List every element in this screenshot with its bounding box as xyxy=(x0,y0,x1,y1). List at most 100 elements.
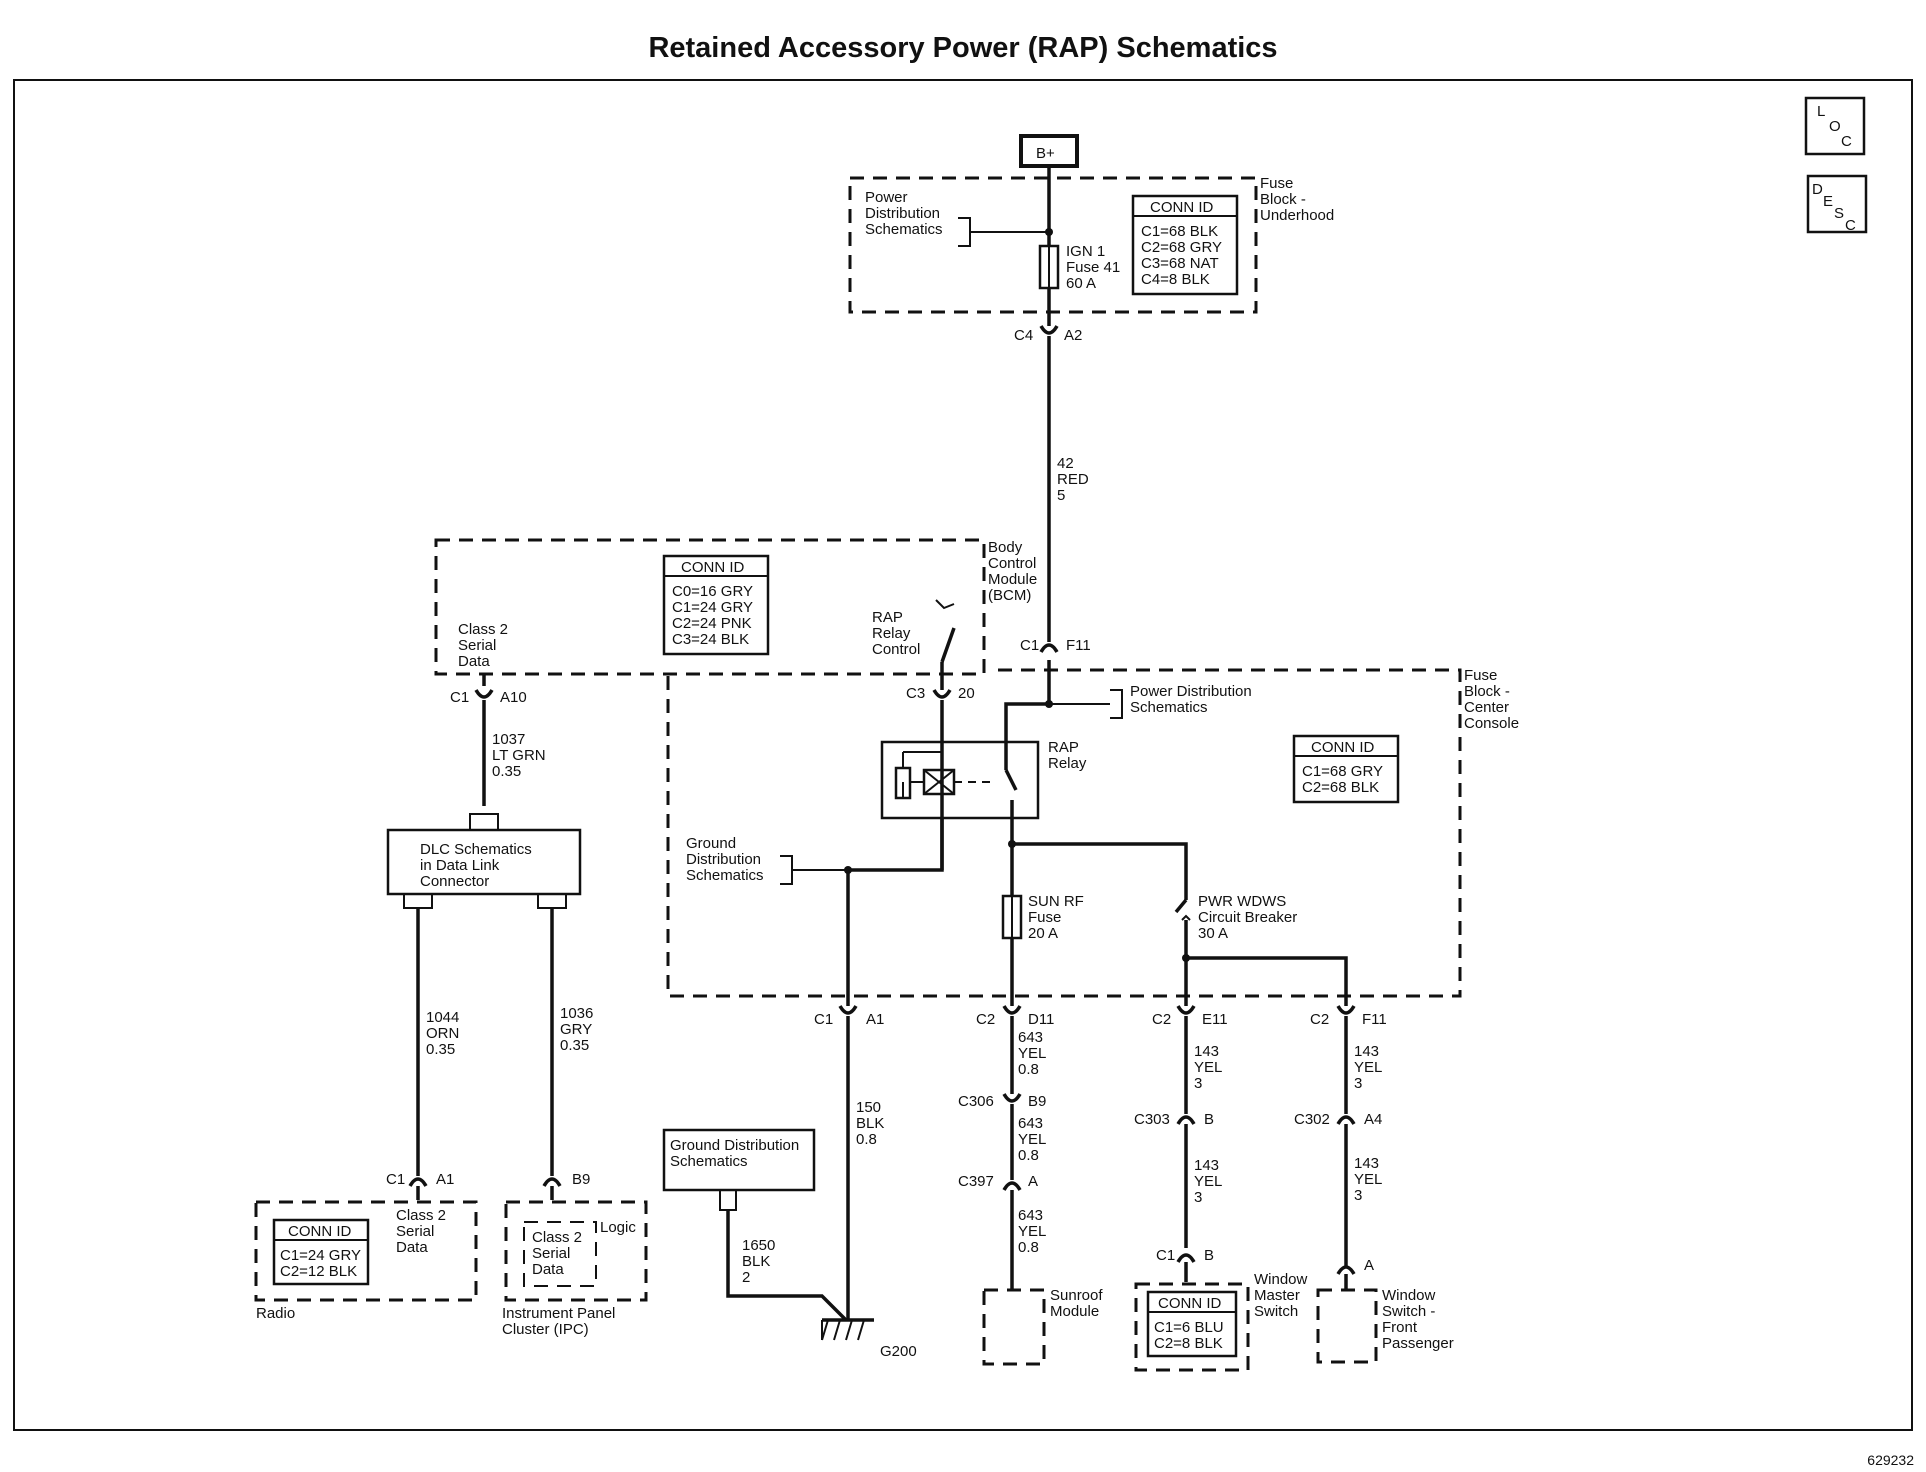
power-distribution-ref-underhood: Power Distribution Schematics xyxy=(865,189,1053,247)
svg-text:DLC Schematics: DLC Schematics xyxy=(420,841,532,858)
svg-text:in Data Link: in Data Link xyxy=(420,857,500,874)
svg-text:C2=12 BLK: C2=12 BLK xyxy=(280,1263,357,1280)
svg-text:B9: B9 xyxy=(572,1171,590,1188)
ipc-class2-label: Class 2 Serial Data xyxy=(532,1229,582,1278)
svg-text:C2=24 PNK: C2=24 PNK xyxy=(672,615,752,632)
diagram-frame xyxy=(13,79,1913,1431)
svg-text:Fuse 41: Fuse 41 xyxy=(1066,259,1120,276)
svg-text:C1=68 GRY: C1=68 GRY xyxy=(1302,763,1383,780)
fuse-block-center-label: Fuse Block - Center Console xyxy=(1464,667,1519,732)
wire-1044-label: 1044 ORN 0.35 xyxy=(426,1009,459,1058)
svg-text:Window: Window xyxy=(1382,1287,1436,1304)
pwr-wdws-circuit-breaker: PWR WDWS Circuit Breaker 30 A xyxy=(1174,893,1297,942)
wire-643c-label: 643 YEL 0.8 xyxy=(1018,1207,1046,1256)
svg-text:Console: Console xyxy=(1464,715,1519,732)
svg-text:F11: F11 xyxy=(1066,637,1091,654)
svg-text:L: L xyxy=(1817,103,1825,120)
svg-text:YEL: YEL xyxy=(1018,1131,1046,1148)
wire-143b-label: 143 YEL 3 xyxy=(1194,1157,1222,1206)
ipc-label: Instrument Panel Cluster (IPC) xyxy=(502,1305,615,1338)
svg-text:F11: F11 xyxy=(1362,1011,1387,1028)
connector-c303: C303 B xyxy=(1134,1111,1214,1128)
wire-143a-label: 143 YEL 3 xyxy=(1194,1043,1222,1092)
bcm-module xyxy=(434,538,986,676)
svg-text:Module: Module xyxy=(1050,1303,1099,1320)
connector-c1-a10: C1 A10 xyxy=(450,674,527,706)
svg-text:0.35: 0.35 xyxy=(560,1037,589,1054)
wire-pwr-wdws-feed xyxy=(1012,842,1188,900)
conn-id-underhood: CONN ID C1=68 BLK C2=68 GRY C3=68 NAT C4… xyxy=(1131,194,1239,296)
svg-text:C302: C302 xyxy=(1294,1111,1330,1128)
svg-text:Relay: Relay xyxy=(1048,755,1087,772)
svg-text:Block -: Block - xyxy=(1260,191,1306,208)
svg-text:C: C xyxy=(1845,217,1856,234)
svg-text:A2: A2 xyxy=(1064,327,1082,344)
svg-text:YEL: YEL xyxy=(1018,1223,1046,1240)
svg-text:RED: RED xyxy=(1057,471,1089,488)
svg-text:Connector: Connector xyxy=(420,873,489,890)
ign1-fuse: IGN 1 Fuse 41 60 A xyxy=(1038,243,1120,292)
svg-text:LT GRN: LT GRN xyxy=(492,747,546,764)
svg-text:CONN ID: CONN ID xyxy=(1311,739,1375,756)
sunroof-fuse: SUN RF Fuse 20 A xyxy=(1001,893,1084,942)
svg-text:Schematics: Schematics xyxy=(686,867,764,884)
svg-text:C3=68 NAT: C3=68 NAT xyxy=(1141,255,1219,272)
desc-button[interactable]: D E S C xyxy=(1806,174,1868,234)
svg-text:60 A: 60 A xyxy=(1066,275,1096,292)
svg-text:5: 5 xyxy=(1057,487,1065,504)
svg-text:Serial: Serial xyxy=(458,637,496,654)
svg-text:1036: 1036 xyxy=(560,1005,593,1022)
svg-text:C2: C2 xyxy=(1152,1011,1171,1028)
svg-text:RAP: RAP xyxy=(1048,739,1079,756)
svg-text:143: 143 xyxy=(1354,1155,1379,1172)
svg-text:0.8: 0.8 xyxy=(1018,1239,1039,1256)
svg-text:Front: Front xyxy=(1382,1319,1418,1336)
svg-text:YEL: YEL xyxy=(1018,1045,1046,1062)
dlc-connector-ref[interactable]: DLC Schematics in Data Link Connector xyxy=(386,828,582,896)
svg-text:ORN: ORN xyxy=(426,1025,459,1042)
svg-text:Ground Distribution: Ground Distribution xyxy=(670,1137,799,1154)
svg-text:SUN RF: SUN RF xyxy=(1028,893,1084,910)
svg-text:E11: E11 xyxy=(1202,1011,1228,1028)
bcm-class2-label: Class 2 Serial Data xyxy=(458,621,508,670)
svg-text:C2=8 BLK: C2=8 BLK xyxy=(1154,1335,1223,1352)
svg-text:YEL: YEL xyxy=(1194,1173,1222,1190)
svg-text:C1=6 BLU: C1=6 BLU xyxy=(1154,1319,1224,1336)
conn-id-bcm: CONN ID C0=16 GRY C1=24 GRY C2=24 PNK C3… xyxy=(662,554,770,656)
fuse-block-underhood-label: Fuse Block - Underhood xyxy=(1260,175,1334,224)
loc-button[interactable]: L O C xyxy=(1804,96,1866,156)
ground-distribution-ref[interactable]: Ground Distribution Schematics xyxy=(662,1128,816,1192)
svg-text:C1=68 BLK: C1=68 BLK xyxy=(1141,223,1218,240)
connector-c397: C397 A xyxy=(958,1173,1038,1191)
svg-text:CONN ID: CONN ID xyxy=(1158,1295,1222,1312)
wire-passenger-feed xyxy=(1186,956,1348,1006)
svg-text:A10: A10 xyxy=(500,689,527,706)
svg-text:Switch: Switch xyxy=(1254,1303,1298,1320)
svg-text:B+: B+ xyxy=(1036,145,1055,162)
connector-c302: C302 A4 xyxy=(1294,1111,1382,1128)
wire-relay-feed xyxy=(1004,702,1049,770)
svg-text:YEL: YEL xyxy=(1354,1059,1382,1076)
svg-text:643: 643 xyxy=(1018,1207,1043,1224)
svg-text:Serial: Serial xyxy=(396,1223,434,1240)
svg-text:YEL: YEL xyxy=(1194,1059,1222,1076)
connector-c2-e11: C2 E11 xyxy=(1152,1005,1228,1028)
svg-text:CONN ID: CONN ID xyxy=(288,1223,352,1240)
svg-text:0.35: 0.35 xyxy=(492,763,521,780)
svg-text:C2=68 GRY: C2=68 GRY xyxy=(1141,239,1222,256)
svg-text:3: 3 xyxy=(1194,1189,1202,1206)
svg-text:D11: D11 xyxy=(1028,1011,1054,1028)
svg-text:Data: Data xyxy=(396,1239,428,1256)
svg-text:643: 643 xyxy=(1018,1029,1043,1046)
svg-text:Module: Module xyxy=(988,571,1037,588)
svg-text:1044: 1044 xyxy=(426,1009,459,1026)
svg-text:C3: C3 xyxy=(906,685,925,702)
svg-text:C: C xyxy=(1841,133,1852,150)
bcm-label: Body Control Module (BCM) xyxy=(988,539,1037,604)
svg-text:0.35: 0.35 xyxy=(426,1041,455,1058)
svg-text:Class 2: Class 2 xyxy=(396,1207,446,1224)
rap-relay-label: RAP Relay xyxy=(1048,739,1087,772)
svg-text:A: A xyxy=(1364,1257,1374,1274)
svg-text:Underhood: Underhood xyxy=(1260,207,1334,224)
svg-text:C4=8 BLK: C4=8 BLK xyxy=(1141,271,1210,288)
